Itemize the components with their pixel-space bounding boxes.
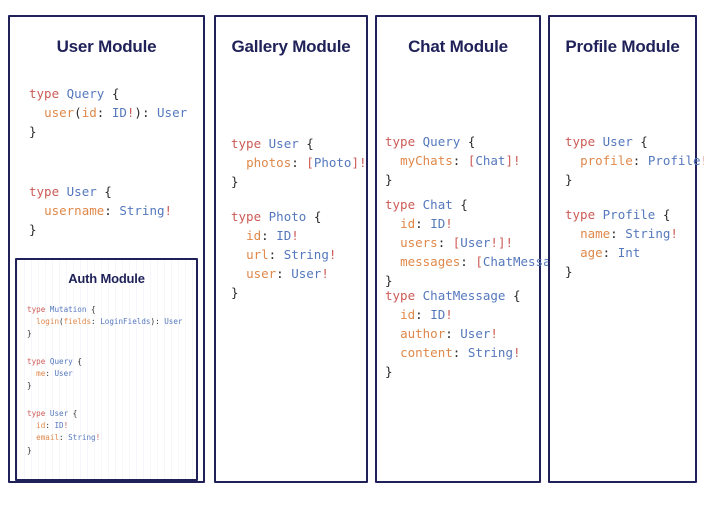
code-block-profile-user: type User { profile: Profile! } — [565, 134, 704, 187]
code-block-chat-query: type Query { myChats: [Chat]! } — [385, 134, 521, 187]
module-title-auth: Auth Module — [68, 271, 145, 286]
module-title-gallery: Gallery Module — [231, 37, 351, 56]
code-block-profile-profile: type Profile { name: String! age: Int } — [565, 207, 678, 279]
module-title-chat: Chat Module — [408, 37, 508, 56]
code-block-gallery-user: type User { photos: [Photo]! } — [231, 136, 367, 189]
module-card-chat[interactable]: Chat Module type Query { myChats: [Chat]… — [375, 15, 581, 483]
code-block-user-query: type Query { user(id: ID!): User } — [29, 86, 188, 139]
code-block-chat-chat: type Chat { id: ID! users: [User!]! mess… — [385, 197, 581, 288]
code-block-auth-query: type Query { me: User } — [27, 357, 82, 391]
module-card-gallery[interactable]: Gallery Module type User { photos: [Phot… — [214, 15, 368, 483]
module-card-user[interactable]: User Module type Query { user(id: ID!): … — [8, 15, 205, 483]
code-block-chat-message: type ChatMessage { id: ID! author: User!… — [385, 288, 521, 379]
module-title-profile: Profile Module — [565, 37, 680, 56]
code-block-user-type: type User { username: String! } — [29, 184, 173, 237]
module-card-auth[interactable]: Auth Module type Mutation { login(fields… — [15, 258, 198, 481]
code-block-auth-mutation: type Mutation { login(fields: LoginField… — [27, 305, 183, 339]
module-card-profile[interactable]: Profile Module type User { profile: Prof… — [548, 15, 704, 483]
code-block-gallery-photo: type Photo { id: ID! url: String! user: … — [231, 209, 337, 300]
module-title-user: User Module — [56, 37, 157, 56]
code-block-auth-user: type User { id: ID! email: String! } — [27, 409, 101, 455]
